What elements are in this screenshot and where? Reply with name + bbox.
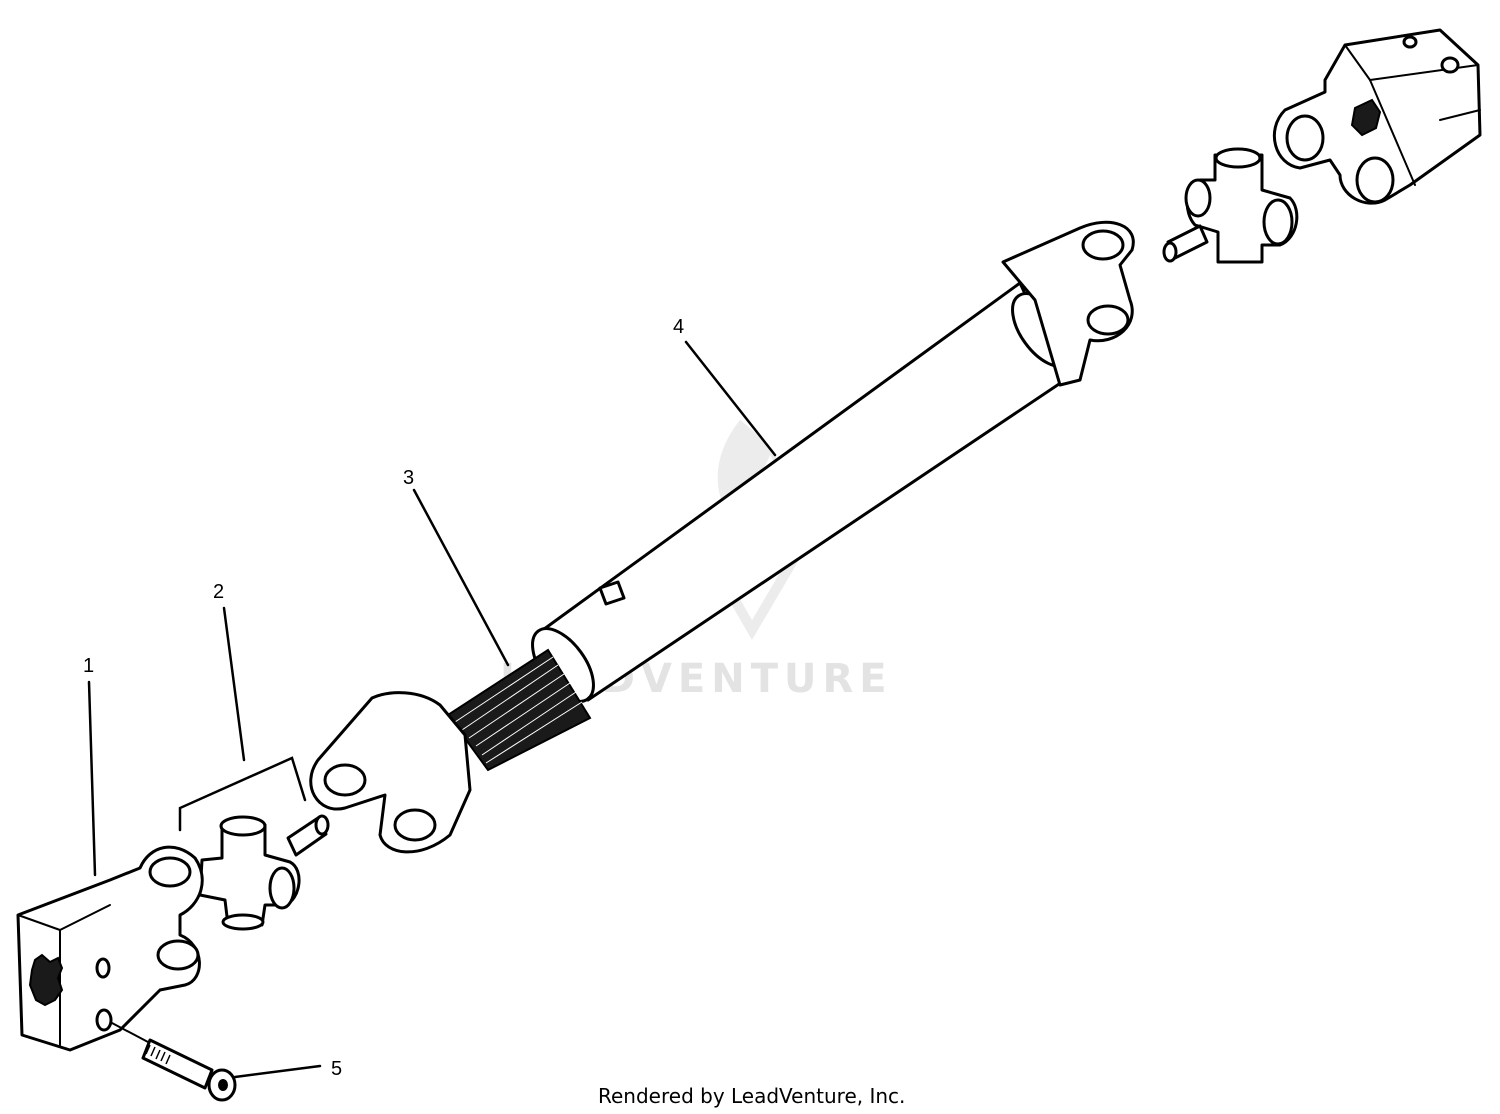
callout-4: 4 [673,316,684,338]
coupling-yoke-upper[interactable] [1272,28,1482,205]
callout-5: 5 [331,1058,342,1080]
callout-2: 2 [213,581,224,603]
part-1-coupling-yoke[interactable] [16,845,204,1052]
render-credit: Rendered by LeadVenture, Inc. [598,1084,905,1108]
leader-lines [87,340,777,1079]
callout-1: 1 [83,655,94,677]
part-3-splined-shaft[interactable] [309,648,592,854]
universal-joint-upper[interactable] [1162,147,1299,264]
spline-bore-icon [28,953,64,1007]
spline-bore-icon [1350,98,1382,137]
grease-nipple-icon [598,580,626,606]
part-4-drive-tube[interactable] [521,220,1135,712]
part-2-universal-joint[interactable] [178,756,330,931]
part-5-bolt[interactable] [111,1022,237,1102]
callout-3: 3 [403,467,414,489]
